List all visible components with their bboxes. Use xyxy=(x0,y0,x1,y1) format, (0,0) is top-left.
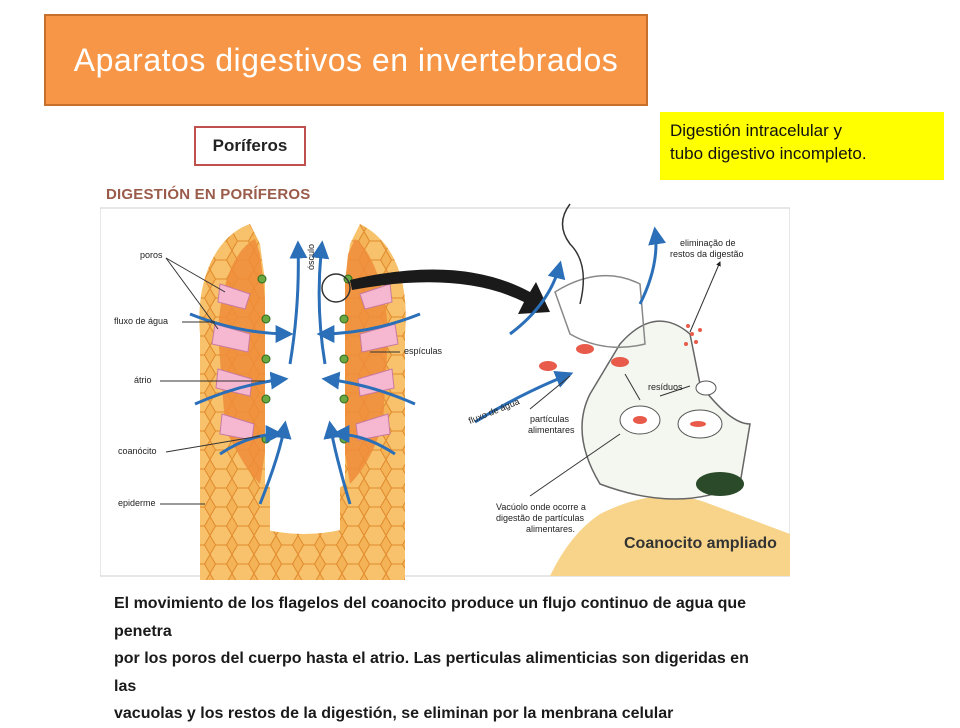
label-atrio: átrio xyxy=(134,375,152,385)
note-line-1: Digestión intracelular y xyxy=(670,121,842,140)
water-flow-arrows xyxy=(189,240,421,505)
label-espiculas: espículas xyxy=(404,346,443,356)
zoom-arrow xyxy=(350,269,550,314)
label-vacuolo-3: alimentares. xyxy=(526,524,575,534)
label-vacuolo-1: Vacúolo onde ocorre a xyxy=(496,502,586,512)
diagram-caption: El movimiento de los flagelos del coanoc… xyxy=(114,590,764,728)
label-residuos: resíduos xyxy=(648,382,683,392)
caption-line-3: vacuolas y los restos de la digestión, s… xyxy=(114,705,674,723)
label-eliminacao-2: restos da digestão xyxy=(670,249,744,259)
label-poros: poros xyxy=(140,250,163,260)
label-vacuolo-2: digestão de partículas xyxy=(496,513,585,523)
choanocyte-detail xyxy=(474,203,790,576)
label-coanocito: coanócito xyxy=(118,446,157,456)
label-eliminacao-1: eliminação de xyxy=(680,238,736,248)
note-line-2: tubo digestivo incompleto. xyxy=(670,143,867,163)
label-particulas-1: partículas xyxy=(530,414,570,424)
label-osculo: ósculo xyxy=(306,244,316,270)
label-epiderme: epiderme xyxy=(118,498,156,508)
note-box: Digestión intracelular y tubo digestivo … xyxy=(660,112,944,180)
slide-title: Aparatos digestivos en invertebrados xyxy=(44,14,648,106)
label-coanocito-ampliado: Coanocito ampliado xyxy=(624,535,777,552)
caption-line-1: El movimiento de los flagelos del coanoc… xyxy=(114,595,747,640)
label-particulas-2: alimentares xyxy=(528,425,575,435)
caption-line-2: por los poros del cuerpo hasta el atrio.… xyxy=(114,650,749,695)
diagram-title: DIGESTIÓN EN PORÍFEROS xyxy=(106,186,311,203)
section-label: Poríferos xyxy=(194,126,306,166)
label-fluxo-agua: fluxo de água xyxy=(114,316,168,326)
sponge-diagram: poros fluxo de água átrio coanócito epid… xyxy=(100,203,790,580)
